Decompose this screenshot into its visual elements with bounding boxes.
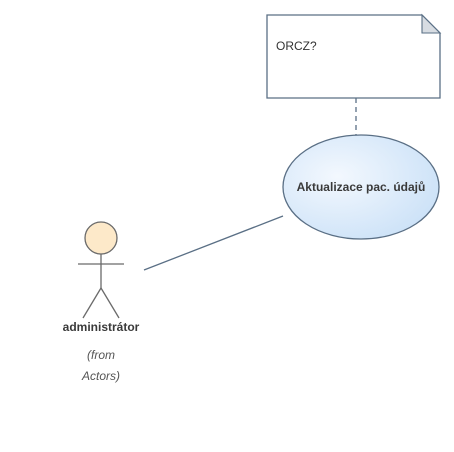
association-line[interactable] [143, 215, 284, 271]
note-fold-corner [421, 13, 442, 34]
actor-left-leg [82, 287, 102, 319]
usecase[interactable]: Aktualizace pac. údajů [282, 134, 440, 240]
usecase-ellipse[interactable] [282, 134, 440, 240]
note[interactable]: ORCZ? [266, 13, 442, 99]
actor-right-leg [100, 287, 120, 319]
actor[interactable]: administrátor (from Actors) [63, 221, 140, 383]
actor-origin-line2: Actors) [81, 369, 120, 383]
note-body[interactable] [266, 14, 441, 99]
note-text: ORCZ? [276, 39, 317, 53]
actor-origin-line1: (from [87, 348, 115, 362]
actor-name: administrátor [63, 320, 140, 334]
actor-head-icon [84, 221, 118, 255]
usecase-label: Aktualizace pac. údajů [297, 180, 426, 194]
